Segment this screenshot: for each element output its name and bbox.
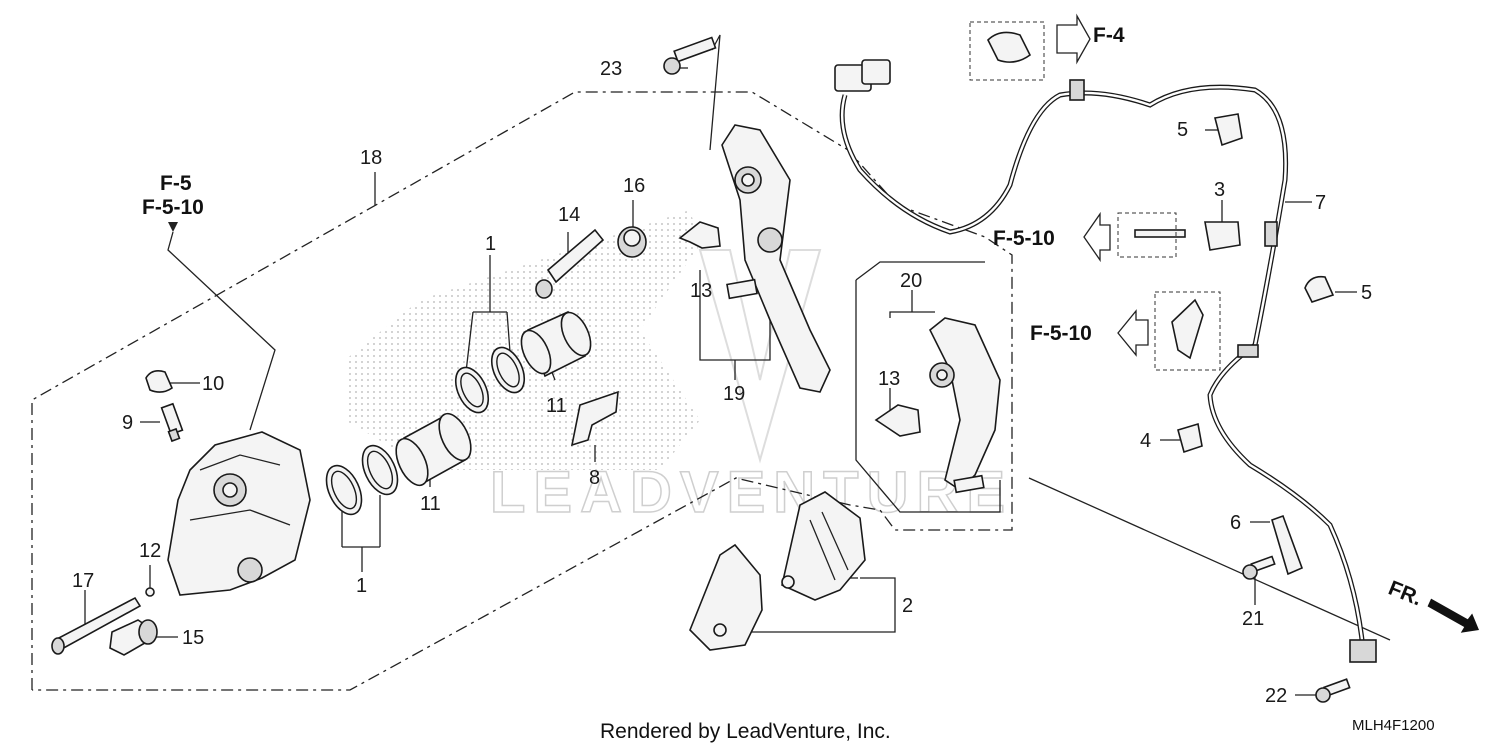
label-9: 9: [122, 412, 133, 434]
caliper-bracket-19: [721, 124, 831, 393]
caliper-body: [167, 431, 311, 596]
bolt-22: [1315, 678, 1351, 703]
label-13-a: 13: [690, 280, 712, 302]
mounting-bolt: [663, 36, 717, 75]
pin-plug: [109, 619, 158, 656]
label-20: 20: [900, 270, 922, 292]
footer-credit: Rendered by LeadVenture, Inc.: [600, 720, 891, 743]
label-19: 19: [723, 383, 745, 405]
label-5-top: 5: [1177, 119, 1188, 141]
label-1-bottom: 1: [356, 575, 367, 597]
wire-clamp-5a: [1214, 113, 1243, 147]
ref-f5: F-5: [160, 172, 192, 195]
label-7: 7: [1315, 192, 1326, 214]
fr-label: FR.: [1385, 577, 1425, 611]
retainer-clip-2: [874, 404, 921, 437]
part-labels: 18 1 14 16 13 19 11 11 8 1 10 9 12 17 15…: [72, 58, 1372, 707]
wire-clamp-5b: [1304, 275, 1335, 303]
slide-pin: [535, 228, 605, 299]
ref-box-f4: [969, 13, 1091, 81]
grommet-4: [1177, 422, 1203, 454]
label-16: 16: [623, 175, 645, 197]
label-17: 17: [72, 570, 94, 592]
piston-seals: [325, 346, 526, 516]
label-22: 22: [1265, 685, 1287, 707]
small-washer: [145, 587, 155, 597]
label-21: 21: [1242, 608, 1264, 630]
f5-ref-arrow: [168, 222, 178, 232]
abs-sensor-wire: [834, 59, 1377, 663]
reference-labels: F-5 F-5-10 F-4 F-5-10 F-5-10: [142, 24, 1125, 345]
label-23: 23: [600, 58, 622, 80]
ref-f4: F-4: [1093, 24, 1125, 47]
label-13-b: 13: [878, 368, 900, 390]
label-10: 10: [202, 373, 224, 395]
pistons: [395, 310, 592, 487]
label-11-a: 11: [546, 395, 567, 417]
wire-clamp-3: [1134, 221, 1241, 251]
bracket-subframe: [855, 280, 1001, 513]
ref-f5-10-low: F-5-10: [1030, 322, 1092, 345]
bleeder-cap: [145, 370, 173, 393]
label-4: 4: [1140, 430, 1151, 452]
label-6: 6: [1230, 512, 1241, 534]
front-direction-arrow: FR.: [1385, 577, 1480, 633]
pad-spring: [570, 390, 619, 447]
bolt-21: [1242, 555, 1276, 580]
caliper-assembly-frame: [31, 91, 1013, 691]
brake-pads: [689, 491, 866, 651]
label-18: 18: [360, 147, 382, 169]
ref-f5-10-top: F-5-10: [142, 196, 204, 219]
pin-boot: [617, 226, 647, 258]
label-11-b: 11: [420, 493, 441, 515]
watermark-text: LEADVENTURE: [490, 460, 1013, 525]
ref-f5-10-mid: F-5-10: [993, 227, 1055, 250]
ref-box-f5-10-low: [1117, 291, 1221, 371]
label-8: 8: [589, 467, 600, 489]
label-14: 14: [558, 204, 580, 226]
label-5-right: 5: [1361, 282, 1372, 304]
label-3: 3: [1214, 179, 1225, 201]
caliper-bracket-20: [928, 317, 1001, 494]
label-15: 15: [182, 627, 204, 649]
watermark: LEADVENTURE: [489, 249, 1013, 526]
retainer-clip: [678, 221, 721, 249]
diagram-code: MLH4F1200: [1352, 717, 1435, 734]
label-2: 2: [902, 595, 913, 617]
pad-pin: [51, 596, 142, 655]
label-12: 12: [139, 540, 161, 562]
label-1-top: 1: [485, 233, 496, 255]
ref-box-f5-10-mid: [1083, 211, 1177, 263]
stay-6: [1271, 514, 1304, 576]
bleeder-valve: [160, 402, 184, 443]
